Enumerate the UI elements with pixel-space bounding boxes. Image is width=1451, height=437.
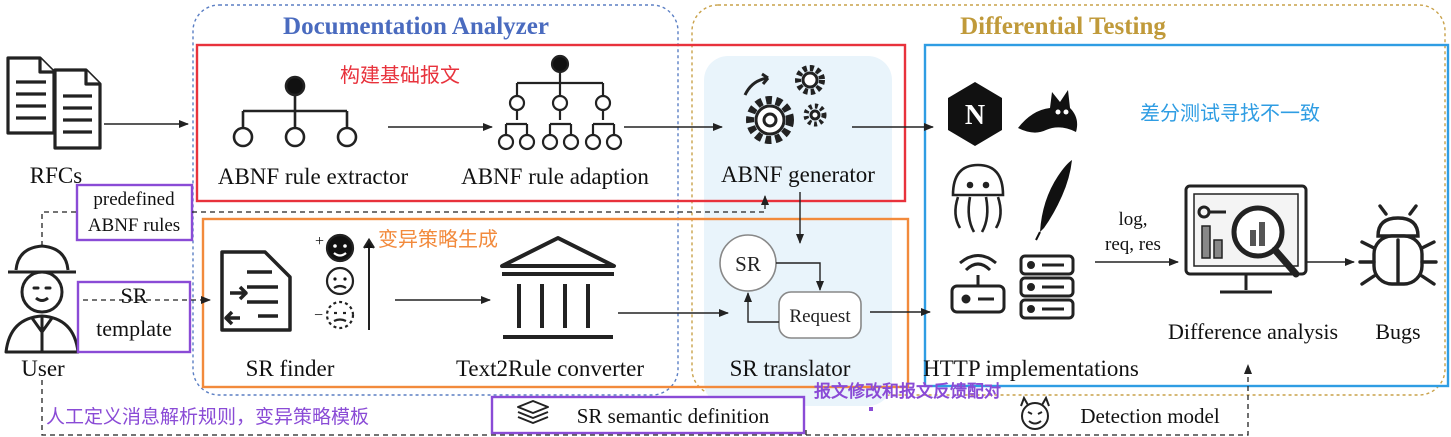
server-icon <box>1019 254 1075 320</box>
bugs-label: Bugs <box>1375 319 1420 344</box>
http-implementations-box <box>923 43 1450 388</box>
request-node-label: Request <box>789 306 851 327</box>
document-exchange-icon <box>220 250 292 332</box>
tomcat-icon <box>1018 90 1078 133</box>
sr-semantic-box <box>490 395 806 435</box>
mutation-annotation: 变异策略生成 <box>378 227 498 251</box>
svg-text:−: − <box>314 307 323 324</box>
user-icon <box>4 244 80 354</box>
difference-analysis-label: Difference analysis <box>1168 319 1338 344</box>
sr-template-line2: template <box>96 316 172 341</box>
detection-model-label: Detection model <box>1080 404 1220 428</box>
text2rule-converter-label: Text2Rule converter <box>456 356 644 381</box>
abnf-generator-label: ABNF generator <box>721 162 875 187</box>
gears-icon <box>743 65 827 144</box>
bug-icon <box>1358 204 1438 286</box>
router-icon <box>950 254 1006 314</box>
devil-face-icon <box>1020 395 1050 430</box>
http-implementations-label: HTTP implementations <box>923 356 1139 381</box>
req-res-label: req, res <box>1105 234 1161 255</box>
nginx-icon: N <box>948 82 1002 146</box>
abnf-rule-extractor-label: ABNF rule extractor <box>218 164 409 189</box>
tree-icon <box>232 75 358 148</box>
analysis-monitor-icon <box>1184 184 1308 294</box>
abnf-rules-label: ABNF rules <box>88 215 180 236</box>
sr-template-line1: SR <box>121 283 148 308</box>
build-base-box <box>195 43 907 203</box>
sr-semantic-label: SR semantic definition <box>577 404 770 428</box>
rfcs-label: RFCs <box>30 163 82 188</box>
dashed-connectors <box>41 195 1252 436</box>
faces-icon: + − <box>314 233 375 330</box>
abnf-rule-adaption-label: ABNF rule adaption <box>461 164 649 189</box>
sr-finder-label: SR finder <box>246 356 335 381</box>
user-label: User <box>21 356 65 381</box>
sr-template-box <box>76 280 192 354</box>
rfc-documents-icon <box>6 56 102 150</box>
build-base-annotation: 构建基础报文 <box>340 63 460 87</box>
sr-translator-label: SR translator <box>730 356 851 381</box>
feather-icon <box>1035 160 1072 241</box>
modify-feedback-annotation: 报文修改和报文反馈配对 <box>814 381 1001 402</box>
extended-tree-icon <box>497 54 623 151</box>
connectors <box>104 120 1355 323</box>
abnf-generator-panel <box>704 56 892 406</box>
nginx-letter: N <box>965 100 985 131</box>
predefined-rules-box <box>75 183 194 242</box>
small-marker <box>869 407 873 411</box>
request-node <box>778 291 862 339</box>
sr-node-label: SR <box>735 252 761 276</box>
layers-icon <box>517 400 549 424</box>
manual-definition-annotation: 人工定义消息解析规则，变异策略模板 <box>46 406 369 428</box>
institution-icon <box>500 236 616 339</box>
documentation-analyzer-title: Documentation Analyzer <box>283 13 549 40</box>
jellyfish-icon <box>951 163 1005 233</box>
diff-find-annotation: 差分测试寻找不一致 <box>1140 101 1320 125</box>
log-label: log, <box>1118 209 1147 230</box>
svg-text:+: + <box>315 233 324 250</box>
differential-testing-title: Differential Testing <box>960 13 1166 40</box>
predefined-label: predefined <box>93 189 175 210</box>
